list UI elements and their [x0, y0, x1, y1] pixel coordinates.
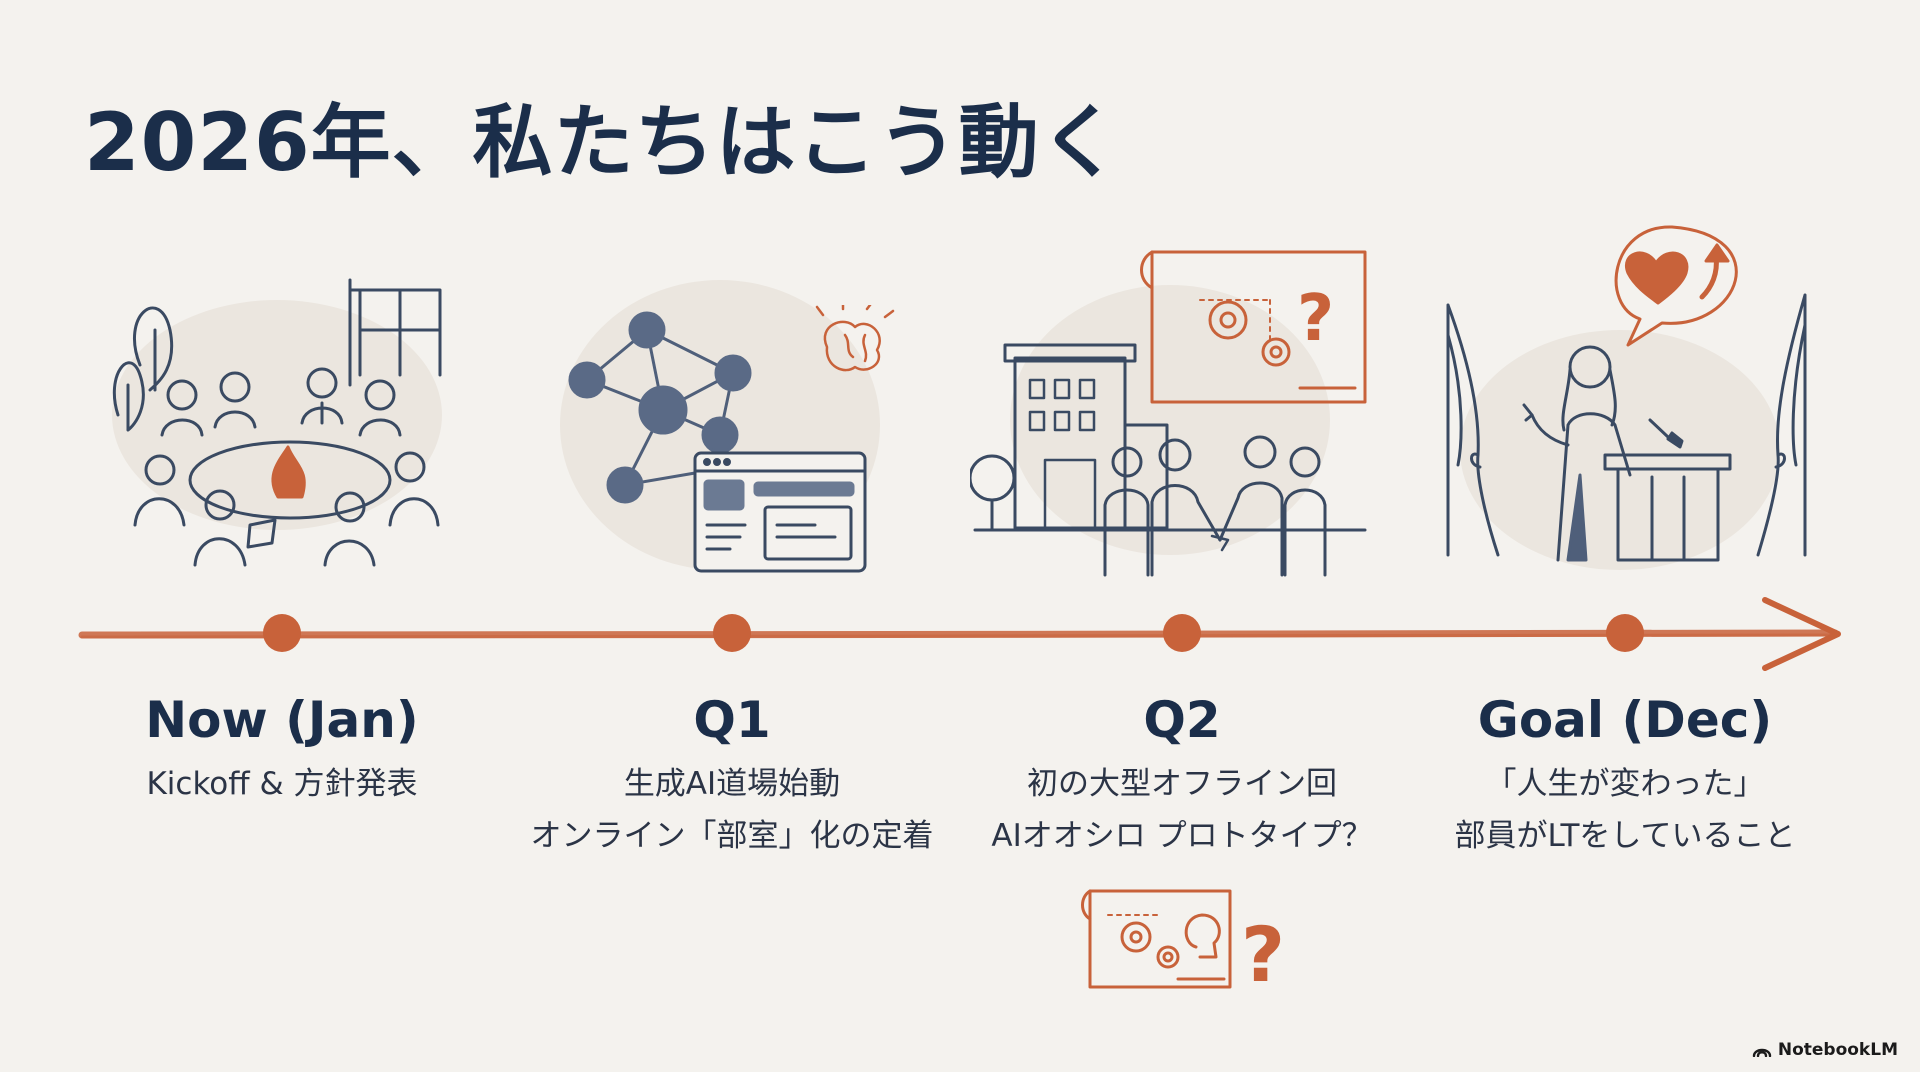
milestone-label: Now (Jan) — [47, 688, 517, 752]
milestone-q2: Q2 初の大型オフライン回 AIオオシロ プロトタイプ？ — [947, 688, 1417, 862]
brand-badge: NotebookLM — [1752, 1040, 1898, 1060]
svg-text:?: ? — [1241, 910, 1285, 995]
timeline-dot-now — [263, 614, 301, 652]
milestone-goal: Goal (Dec) 「人生が変わった」 部員がLTをしていること — [1390, 688, 1860, 862]
timeline-dot-goal — [1606, 614, 1644, 652]
milestone-detail: 部員がLTをしていること — [1390, 810, 1860, 862]
team-campfire-meeting-icon — [100, 275, 480, 575]
page-title: 2026年、私たちはこう動く — [84, 78, 1121, 194]
milestone-detail: AIオオシロ プロトタイプ？ — [947, 810, 1417, 862]
milestone-detail: オンライン「部室」化の定着 — [497, 810, 967, 862]
milestone-q1: Q1 生成AI道場始動 オンライン「部室」化の定着 — [497, 688, 967, 862]
milestone-detail: 「人生が変わった」 — [1390, 758, 1860, 810]
prototype-blueprint-icon: ? — [1078, 885, 1298, 995]
milestone-label: Goal (Dec) — [1390, 688, 1860, 752]
notebooklm-logo-icon — [1752, 1043, 1772, 1057]
milestone-detail: 生成AI道場始動 — [497, 758, 967, 810]
office-handshake-blueprint-icon: ? — [970, 240, 1370, 585]
network-brain-browser-icon — [555, 305, 905, 575]
milestone-label: Q1 — [497, 688, 967, 752]
milestone-detail: 初の大型オフライン回 — [947, 758, 1417, 810]
brand-name: NotebookLM — [1778, 1040, 1898, 1060]
milestone-label: Q2 — [947, 688, 1417, 752]
svg-text:?: ? — [1297, 282, 1334, 356]
speaker-podium-heart-icon — [1440, 215, 1820, 580]
timeline-arrow — [0, 580, 1920, 680]
milestone-detail: Kickoff & 方針発表 — [47, 758, 517, 810]
milestone-now: Now (Jan) Kickoff & 方針発表 — [47, 688, 517, 810]
timeline-dot-q1 — [713, 614, 751, 652]
timeline-dot-q2 — [1163, 614, 1201, 652]
